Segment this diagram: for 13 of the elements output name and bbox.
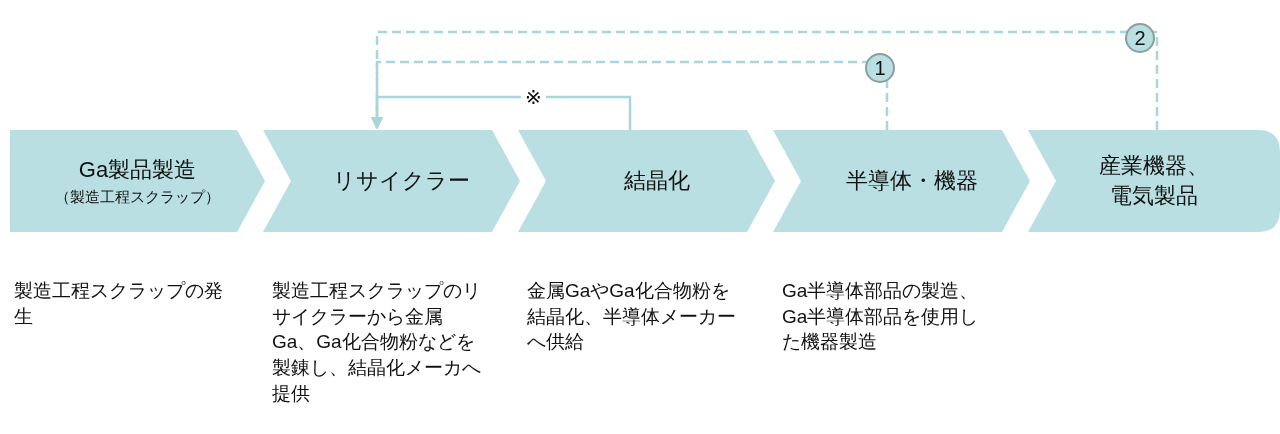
step-title: 結晶化 <box>623 167 690 196</box>
step-title: リサイクラー <box>333 167 470 196</box>
step-subtitle: （製造工程スクラップ） <box>55 188 220 208</box>
step-description: 製造工程スクラップの発生 <box>14 279 224 329</box>
step-description: Ga半導体部品の製造、Ga半導体部品を使用した機器製造 <box>782 279 980 355</box>
callout-number: 1 <box>865 53 895 83</box>
step-title: 産業機器、電気製品 <box>1098 152 1210 210</box>
step-description: 製造工程スクラップのリサイクラーから金属Ga、Ga化合物粉などを製錬し、結晶化メーカへ提供 <box>272 279 482 406</box>
dashed-arrow <box>370 30 1159 130</box>
step-description: 金属GaやGa化合物粉を結晶化、半導体メーカーへ供給 <box>527 279 737 355</box>
callout-number: 2 <box>1125 23 1155 53</box>
step-title: Ga製品製造 <box>78 155 197 184</box>
step-title: 半導体・機器 <box>845 167 978 196</box>
